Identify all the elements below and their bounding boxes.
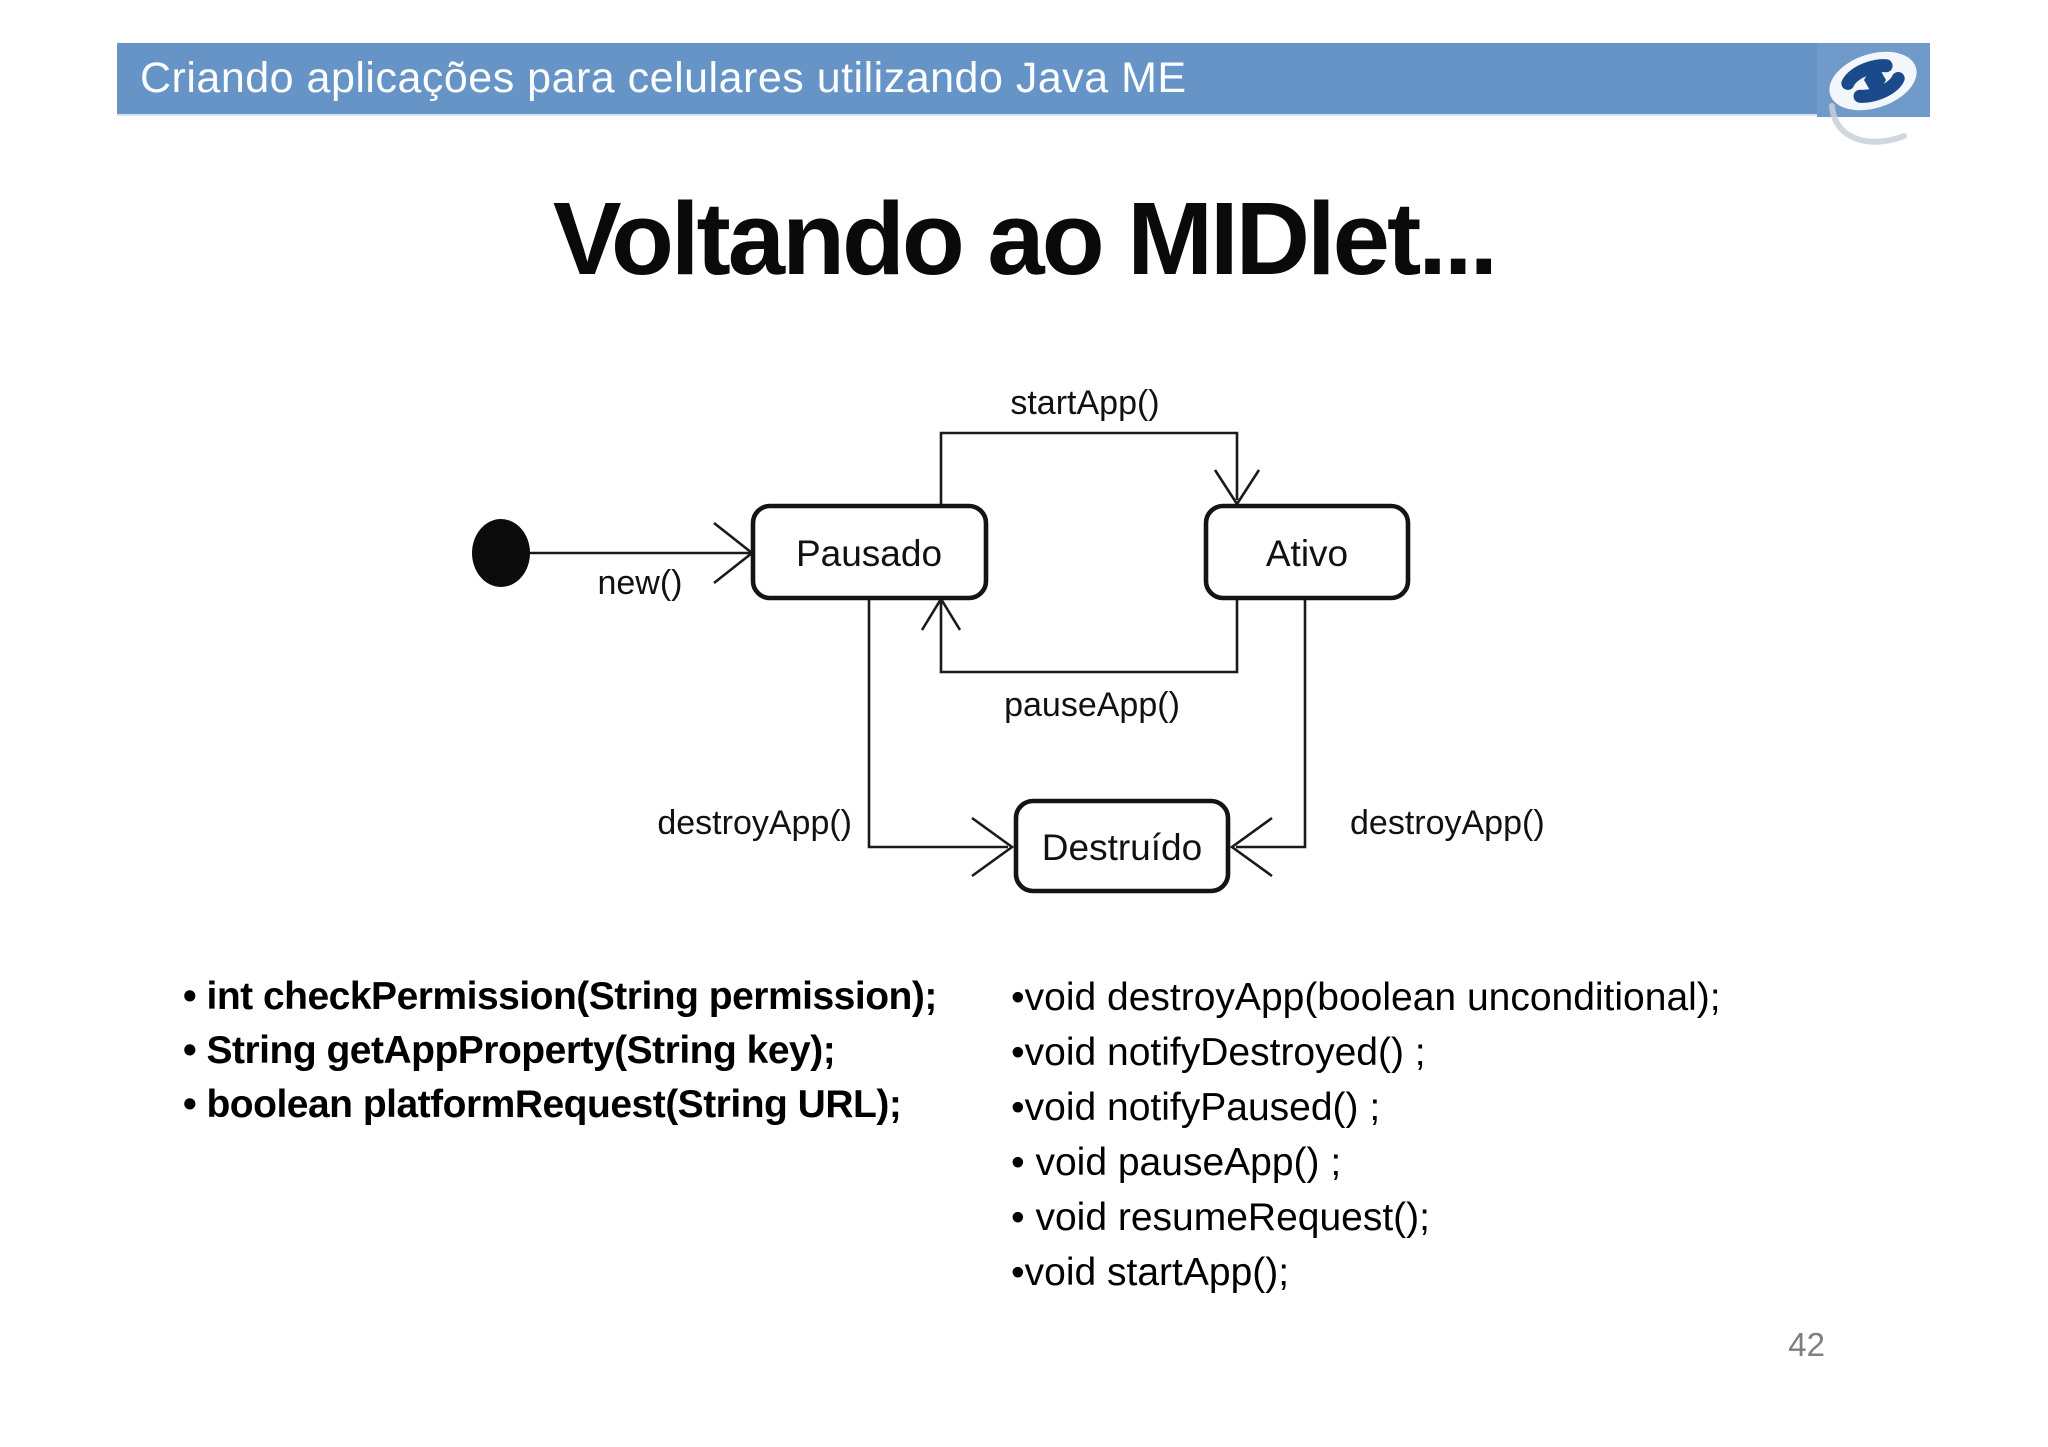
method-list-left: • int checkPermission(String permission)… — [183, 970, 937, 1132]
state-ativo — [1203, 503, 1411, 601]
list-item: • void resumeRequest(); — [1011, 1196, 1430, 1239]
list-item: •void notifyPaused() ; — [1011, 1086, 1381, 1129]
list-item: • String getAppProperty(String key); — [183, 1029, 836, 1072]
initial-state-dot — [472, 519, 530, 587]
header-bar: Criando aplicações para celulares utiliz… — [117, 43, 1930, 116]
page-number: 42 — [1788, 1326, 1825, 1363]
edge-label-pauseapp: pauseApp() — [1004, 686, 1180, 724]
list-item: • boolean platformRequest(String URL); — [183, 1083, 902, 1126]
method-list-right: •void destroyApp(boolean unconditional);… — [1011, 970, 1721, 1300]
edge-startapp — [939, 431, 1239, 506]
state-label-pausado: Pausado — [796, 533, 942, 574]
state-label-ativo: Ativo — [1266, 533, 1348, 574]
edge-label-destroyapp-left: destroyApp() — [657, 804, 852, 842]
arrowhead-destroyapp-right-icon — [1229, 816, 1273, 878]
list-item: • int checkPermission(String permission)… — [183, 975, 937, 1018]
state-label-destruido: Destruído — [1042, 827, 1202, 868]
list-item: •void destroyApp(boolean unconditional); — [1011, 976, 1721, 1019]
edge-label-new: new() — [597, 564, 682, 602]
edge-label-destroyapp-right: destroyApp() — [1350, 804, 1545, 842]
header-title: Criando aplicações para celulares utiliz… — [140, 54, 1187, 102]
arrowhead-destroyapp-left-icon — [971, 816, 1015, 878]
page-title: Voltando ao MIDlet... — [552, 181, 1498, 296]
state-destruido — [1013, 798, 1231, 894]
list-item: •void startApp(); — [1011, 1251, 1290, 1294]
eye-swirl-logo-icon — [1817, 43, 1930, 145]
edge-destroyapp-right — [1236, 598, 1307, 849]
list-item: •void notifyDestroyed() ; — [1011, 1031, 1426, 1074]
state-pausado — [750, 503, 989, 601]
list-item: • void pauseApp() ; — [1011, 1141, 1342, 1184]
edge-pauseapp — [939, 598, 1239, 674]
edge-label-startapp: startApp() — [1010, 384, 1159, 422]
edge-destroyapp-left — [867, 598, 1008, 849]
